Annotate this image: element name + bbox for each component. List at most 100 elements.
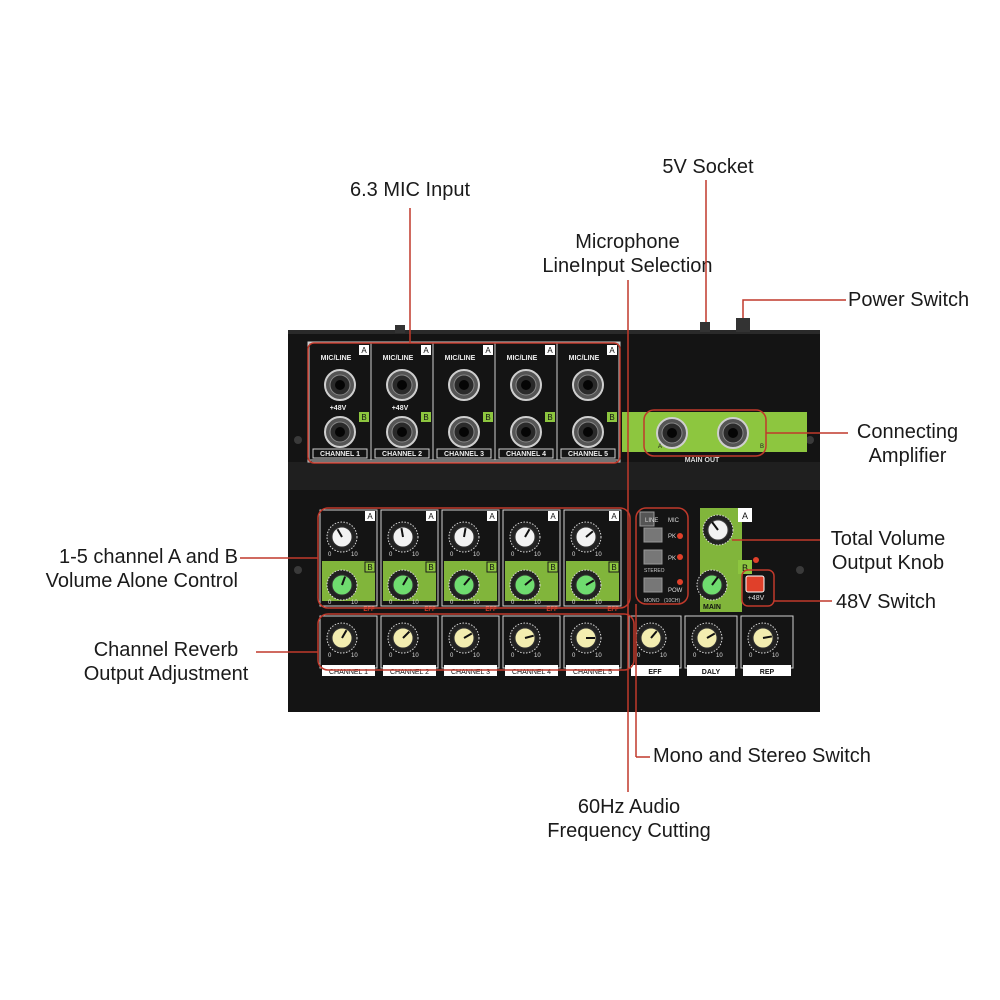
- knob-max-label: 10: [351, 552, 358, 558]
- callout-60hz: 60Hz Audio Frequency Cutting: [535, 795, 723, 843]
- mic-jack-a-hole: [397, 380, 407, 390]
- knob-min-label: 0: [328, 653, 332, 659]
- input-tag-a: [421, 345, 431, 355]
- knob-min-label: 0: [328, 600, 332, 606]
- input-tag-b: [545, 412, 555, 422]
- knob-min-label: 0: [693, 653, 697, 659]
- line-jack-b-hole: [335, 427, 345, 437]
- input-type-label: MIC/LINE: [321, 355, 352, 362]
- channel-strip-frame: [563, 509, 622, 607]
- channel-strip-frame: [502, 509, 561, 607]
- fx-label: DALY: [702, 669, 721, 676]
- callout-connecting-line2: Amplifier: [868, 445, 947, 467]
- leader-lines: [240, 180, 848, 792]
- strip-tag-b-label: B: [611, 563, 616, 572]
- callout-60hz-line1: 60Hz Audio: [577, 796, 681, 818]
- channel-label-box: [374, 448, 430, 459]
- channel-label-box: [436, 448, 492, 459]
- callout-mic-line-line2: LineInput Selection: [542, 255, 713, 277]
- mono-stereo-button[interactable]: [643, 577, 663, 593]
- input-type-label: MIC/LINE: [383, 355, 414, 362]
- channel-label-box: [312, 448, 368, 459]
- knob-min-label: 0: [749, 653, 753, 659]
- line-jack-b-hole: [397, 427, 407, 437]
- knob-max-label: 10: [534, 653, 541, 659]
- volume-a-knob-pointer: [463, 527, 467, 538]
- mic-jack-a-hole: [521, 380, 531, 390]
- input-tag-b-label: B: [609, 413, 614, 422]
- phantom-label: +48V: [392, 405, 409, 412]
- volume-a-knob-pointer: [585, 530, 594, 538]
- callout-reverb-line1: Channel Reverb: [93, 639, 239, 661]
- input-type-label: MIC/LINE: [507, 355, 538, 362]
- knob-max-label: 10: [473, 552, 480, 558]
- power-switch-toggle[interactable]: [736, 318, 750, 332]
- volume-b-knob-pointer: [341, 576, 347, 586]
- input-tag-b: [607, 412, 617, 422]
- knob-min-label: 0: [572, 600, 576, 606]
- front-channel-label: CHANNEL 4: [512, 669, 551, 676]
- front-channel-label: CHANNEL 1: [329, 669, 368, 676]
- channel-strip-frame: [441, 509, 500, 607]
- strip-tag-a-label: A: [550, 512, 556, 521]
- line-mic-button[interactable]: [643, 527, 663, 543]
- phantom-led-icon: [753, 557, 759, 563]
- main-a-knob-pointer: [711, 521, 719, 531]
- leader-power-switch: [742, 299, 846, 318]
- highlight-mic-input: [307, 342, 621, 464]
- channel-label-box: [560, 448, 616, 459]
- volume-b-knob-pointer: [524, 578, 533, 586]
- reverb-knob-pointer: [341, 629, 348, 639]
- callout-5v-socket: 5V Socket: [662, 156, 754, 178]
- callout-power-switch: Power Switch: [848, 289, 970, 311]
- highlight-48v: [741, 569, 775, 607]
- phantom-label: +48V: [330, 405, 347, 412]
- strip-tag-a-label: A: [489, 512, 495, 521]
- knob-min-label: 0: [389, 600, 393, 606]
- input-tag-a: [359, 345, 369, 355]
- callout-total-volume-line1: Total Volume: [830, 528, 946, 550]
- strip-tag-b: [425, 561, 437, 573]
- fx-label-box: [687, 665, 735, 676]
- eff-strip-label: EFF: [424, 607, 436, 613]
- strip-tag-a-label: A: [428, 512, 434, 521]
- main-out-jacks: [656, 417, 749, 449]
- strip-tag-a: [548, 511, 558, 521]
- phantom-48v-button[interactable]: [745, 575, 765, 593]
- main-out-b-label: B: [760, 444, 764, 450]
- line-mic-switch[interactable]: [639, 511, 655, 527]
- channel-label: CHANNEL 4: [506, 451, 546, 458]
- main-out-jack-b-hole: [728, 428, 738, 438]
- strip-tag-b: [364, 561, 376, 573]
- screw-icon: [294, 566, 302, 574]
- switch-stereo-label: STEREO: [644, 568, 665, 574]
- strip-tag-a: [426, 511, 436, 521]
- mic-jack-a-hole: [335, 380, 345, 390]
- knob-min-label: 0: [450, 552, 454, 558]
- input-tag-a: [607, 345, 617, 355]
- callout-ab-volume-line2: Volume Alone Control: [45, 570, 238, 592]
- input-type-label: MIC/LINE: [569, 355, 600, 362]
- strip-tag-a-label: A: [367, 512, 373, 521]
- knob-max-label: 10: [473, 600, 480, 606]
- fx-knob-pointer: [762, 635, 773, 639]
- strip-tag-b: [486, 561, 498, 573]
- callout-ab-volume: 1-5 channel A and B Volume Alone Control: [20, 545, 238, 593]
- fx-knob-pointer: [650, 630, 658, 639]
- switch-line-label: LINE: [645, 518, 658, 524]
- frequency-cut-button[interactable]: [643, 549, 663, 565]
- callout-60hz-line2: Frequency Cutting: [547, 820, 711, 842]
- callout-mic-input: 6.3 MIC Input: [349, 179, 471, 201]
- knob-max-label: 10: [412, 653, 419, 659]
- volume-b-knob-pointer: [463, 577, 471, 586]
- panel-lip: [288, 462, 820, 490]
- knob-max-label: 10: [595, 552, 602, 558]
- callout-connecting-line1: Connecting: [856, 421, 959, 443]
- channel-label: CHANNEL 3: [444, 451, 484, 458]
- knob-min-label: 0: [572, 653, 576, 659]
- mic-jack-a-hole: [459, 380, 469, 390]
- screw-icon: [294, 436, 302, 444]
- channel-label: CHANNEL 5: [568, 451, 608, 458]
- callout-total-volume-line2: Output Knob: [831, 552, 945, 574]
